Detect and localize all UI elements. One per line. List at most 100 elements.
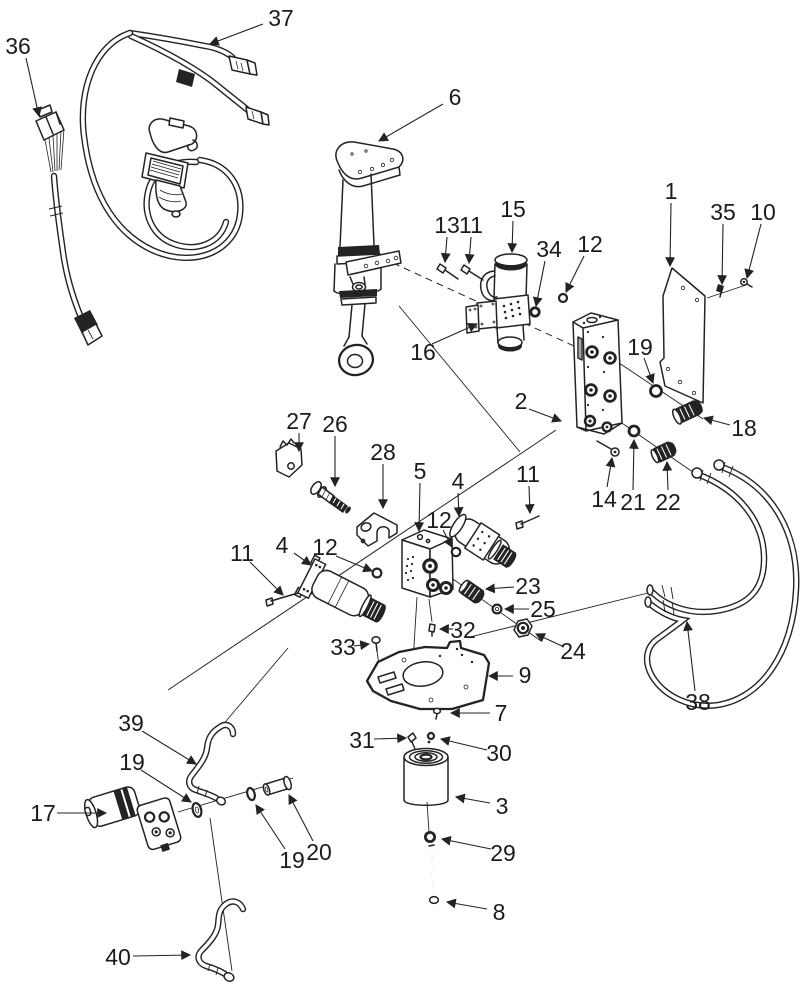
leader-line xyxy=(702,415,731,426)
callout-o-ring-19c: 19 xyxy=(255,804,305,873)
callout-number: 40 xyxy=(105,944,131,970)
leader-line xyxy=(335,555,374,573)
part-filter-3 xyxy=(403,747,449,806)
callout-number: 37 xyxy=(268,5,294,31)
callout-harness-cable-36: 36 xyxy=(5,33,42,118)
part-fitting-31 xyxy=(407,732,417,750)
part-fitting-23 xyxy=(458,579,485,604)
callout-nut-25: 25 xyxy=(503,596,556,622)
part-manifold-block-5 xyxy=(401,529,454,598)
callout-cover-plate-1: 1 xyxy=(665,178,677,268)
leader-line xyxy=(454,793,491,804)
part-tube-40 xyxy=(195,898,247,982)
callout-number: 4 xyxy=(276,532,289,558)
leader-line xyxy=(453,492,464,518)
callout-screw-11a: 11 xyxy=(459,212,483,265)
callout-cartridge-valve-26: 26 xyxy=(322,411,348,488)
callout-valve-bracket-16: 16 xyxy=(410,323,479,365)
valve-port-dots xyxy=(502,300,522,320)
dsub-connector xyxy=(141,152,189,218)
callout-number: 15 xyxy=(500,196,526,222)
callout-number: 5 xyxy=(414,458,427,484)
part-cover-plate-1 xyxy=(659,267,706,404)
part-nut-24 xyxy=(513,618,533,638)
callout-fitting-22: 22 xyxy=(655,460,681,515)
callout-o-ring-29: 29 xyxy=(440,835,516,866)
leader-line xyxy=(25,57,42,118)
callout-number: 10 xyxy=(750,199,776,225)
callout-number: 26 xyxy=(322,411,348,437)
part-solenoid-coil-4a xyxy=(449,513,517,569)
strain-relief-boot xyxy=(155,179,187,213)
part-screw-10 xyxy=(740,278,753,288)
callout-number: 4 xyxy=(452,468,465,494)
part-o-ring-19a xyxy=(649,384,663,398)
callout-number: 24 xyxy=(560,638,586,664)
callout-mounting-plate-9: 9 xyxy=(487,662,532,688)
part-o-ring-19b xyxy=(191,802,203,818)
callout-pump-motor-17: 17 xyxy=(30,800,108,826)
part-fitting-18 xyxy=(671,400,703,425)
callout-harness-37: 37 xyxy=(208,5,294,46)
part-nut-25 xyxy=(491,603,503,615)
callout-number: 9 xyxy=(519,662,532,688)
callout-o-ring-21: 21 xyxy=(620,438,646,515)
leader-line xyxy=(140,769,192,803)
callout-number: 2 xyxy=(515,388,528,414)
callout-filter-3: 3 xyxy=(454,793,509,819)
callout-bracket-28: 28 xyxy=(370,439,396,510)
leader-line xyxy=(255,804,286,850)
leader-line xyxy=(535,633,563,647)
callout-screw-35: 35 xyxy=(710,199,736,286)
leader-line xyxy=(440,835,492,850)
filter-stem-line xyxy=(426,801,430,833)
part-plug-30 xyxy=(426,731,436,744)
callout-solenoid-coil-4a: 4 xyxy=(452,468,465,518)
callout-number: 19 xyxy=(119,749,145,775)
callout-number: 6 xyxy=(449,84,462,110)
callout-number: 17 xyxy=(30,800,56,826)
leader-line xyxy=(445,898,488,910)
leader-line xyxy=(431,323,479,345)
part-o-ring-21 xyxy=(627,424,641,438)
leader-line xyxy=(744,223,762,280)
connector-a xyxy=(228,55,258,76)
callout-plug-30: 30 xyxy=(439,736,512,766)
pump-block xyxy=(136,797,182,852)
callout-solenoid-coil-4b: 4 xyxy=(276,532,312,566)
callout-screw-11b: 11 xyxy=(516,461,540,515)
part-cartridge-valve-26 xyxy=(310,481,351,514)
part-plug-34 xyxy=(529,306,541,318)
leader-line xyxy=(524,485,535,515)
callout-o-ring-12c: 12 xyxy=(312,534,374,573)
callout-number: 33 xyxy=(330,634,356,660)
part-o-ring-12a xyxy=(557,292,569,304)
part-screw-7 xyxy=(432,707,442,720)
leader-line xyxy=(717,223,728,286)
face-dots xyxy=(404,555,415,582)
callout-plug-32: 32 xyxy=(438,617,476,643)
leader-line xyxy=(565,255,585,293)
callout-o-ring-19b: 19 xyxy=(119,749,192,803)
leader-line xyxy=(442,529,453,548)
leader-line xyxy=(628,438,639,491)
leader-line xyxy=(683,620,696,692)
wire-strands xyxy=(44,128,65,173)
part-knob-27 xyxy=(275,438,303,478)
side-bracket xyxy=(345,250,402,276)
callout-nut-24: 24 xyxy=(535,633,586,664)
callout-number: 3 xyxy=(496,793,509,819)
callout-number: 16 xyxy=(410,339,436,365)
callout-number: 36 xyxy=(5,33,31,59)
part-tube-39 xyxy=(186,721,237,806)
part-plug-32 xyxy=(428,623,436,637)
part-screw-13 xyxy=(436,263,459,280)
callout-number: 19 xyxy=(627,334,653,360)
callout-solenoid-valve-15: 15 xyxy=(500,196,526,254)
callout-bolt-14: 14 xyxy=(591,456,617,512)
part-o-ring-29 xyxy=(423,831,436,844)
hose-fitting xyxy=(713,459,725,471)
part-harness-cable-36 xyxy=(35,104,103,346)
